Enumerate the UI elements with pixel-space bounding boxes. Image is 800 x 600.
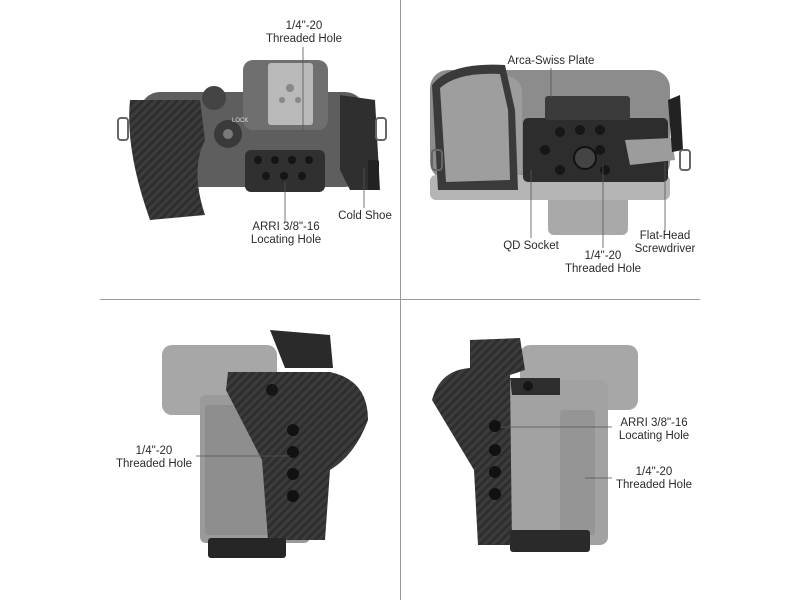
top-view-cage [117, 95, 387, 220]
cold-shoe-part [368, 160, 379, 190]
right-side-cage [208, 330, 368, 558]
bottom-view-leaders [530, 68, 666, 248]
left-side-leaders [500, 426, 612, 479]
arca-swiss-plate [545, 96, 630, 120]
label-threaded-hole-left-side: 1/4"-20 Threaded Hole [615, 466, 693, 491]
left-side-camera [508, 345, 638, 545]
label-arri-hole-top: ARRI 3/8"-16 Locating Hole [250, 221, 322, 246]
label-cold-shoe: Cold Shoe [338, 210, 392, 222]
label-threaded-hole-bottom: 1/4"-20 Threaded Hole [564, 250, 642, 275]
label-arri-hole-left-side: ARRI 3/8"-16 Locating Hole [618, 417, 690, 442]
qd-socket-part [573, 146, 597, 170]
left-side-cage [432, 338, 590, 552]
hot-shoe [268, 63, 313, 125]
bottom-view-cage [431, 64, 691, 190]
lock-marking: LOCK [232, 118, 248, 124]
vertical-divider [400, 0, 401, 600]
horizontal-divider [100, 299, 700, 300]
label-threaded-hole-right-side: 1/4"-20 Threaded Hole [115, 445, 193, 470]
mode-dial [202, 86, 226, 110]
label-qd-socket: QD Socket [503, 240, 559, 252]
label-threaded-hole-top: 1/4"-20 Threaded Hole [265, 20, 343, 45]
label-flat-head-screwdriver: Flat-Head Screwdriver [634, 230, 696, 255]
label-arca-swiss-plate: Arca-Swiss Plate [507, 55, 595, 67]
top-view-leaders [284, 47, 365, 222]
